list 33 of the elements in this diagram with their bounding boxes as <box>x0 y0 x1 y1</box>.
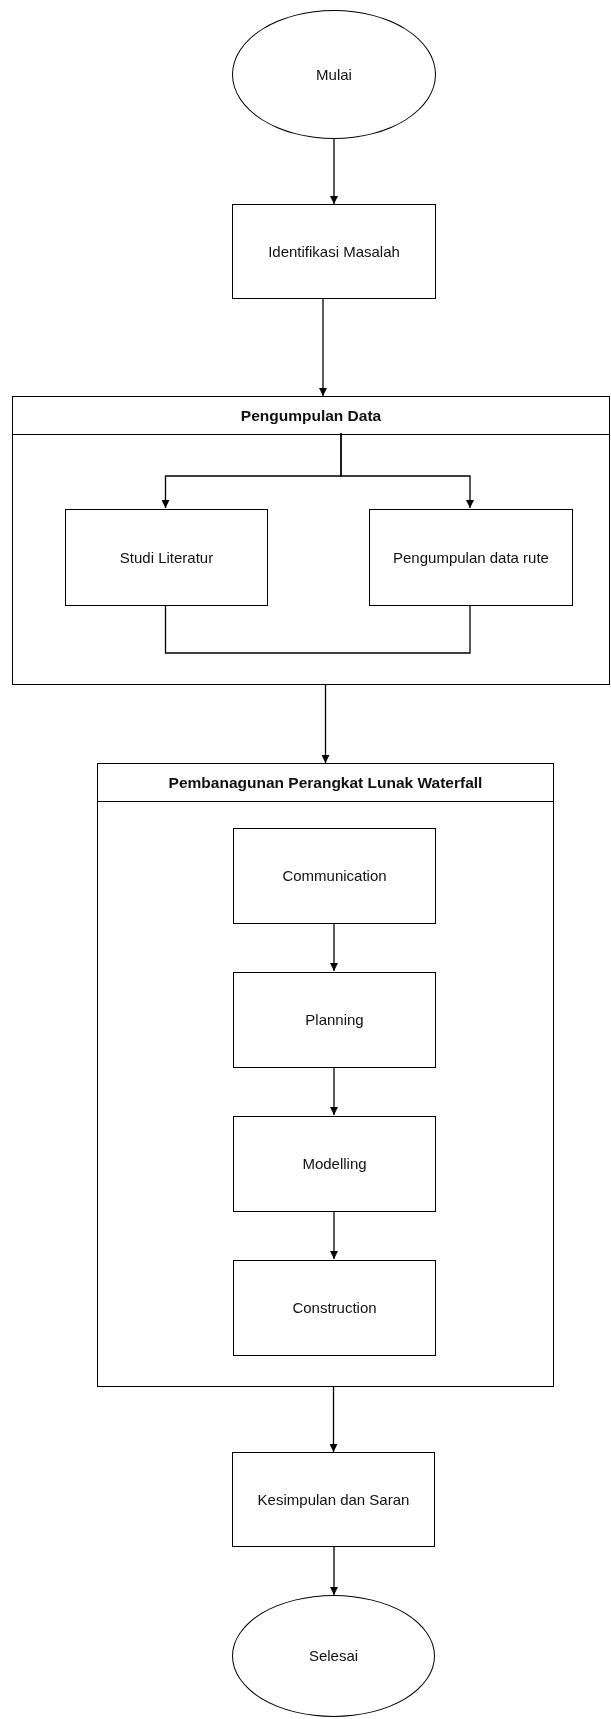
node-label: Selesai <box>307 1646 360 1666</box>
process-box <box>232 204 436 299</box>
node-label: Modelling <box>301 1154 368 1174</box>
process-box <box>233 1260 436 1356</box>
process-box <box>369 509 573 606</box>
process-box <box>232 1452 435 1547</box>
arrow <box>340 432 474 509</box>
node-label: Communication <box>281 866 388 886</box>
arrow <box>329 1386 338 1453</box>
arrow <box>330 1546 338 1596</box>
arrow <box>330 138 338 205</box>
node-label: Planning <box>304 1010 365 1030</box>
node-label: Studi Literatur <box>118 547 215 568</box>
group-title: Pengumpulan Data <box>240 406 382 425</box>
node-label: Pengumpulan data rute <box>392 547 550 568</box>
group-title: Pembanagunan Perangkat Lunak Waterfall <box>168 773 483 792</box>
node-label: Kesimpulan dan Saran <box>256 1489 411 1510</box>
node-label: Construction <box>291 1298 378 1318</box>
arrow <box>330 1066 338 1116</box>
connector-line <box>164 604 471 654</box>
process-box <box>233 1116 436 1212</box>
arrow <box>319 298 327 397</box>
node-label: Mulai <box>315 64 353 85</box>
process-box <box>65 509 268 606</box>
arrow <box>330 922 338 972</box>
process-box <box>233 828 436 924</box>
process-box <box>233 972 436 1068</box>
group-container <box>97 763 554 1387</box>
arrow <box>321 684 330 764</box>
node-label: Identifikasi Masalah <box>267 241 401 262</box>
arrow <box>330 1210 338 1260</box>
terminator-ellipse <box>232 10 436 139</box>
group-container <box>12 396 610 685</box>
